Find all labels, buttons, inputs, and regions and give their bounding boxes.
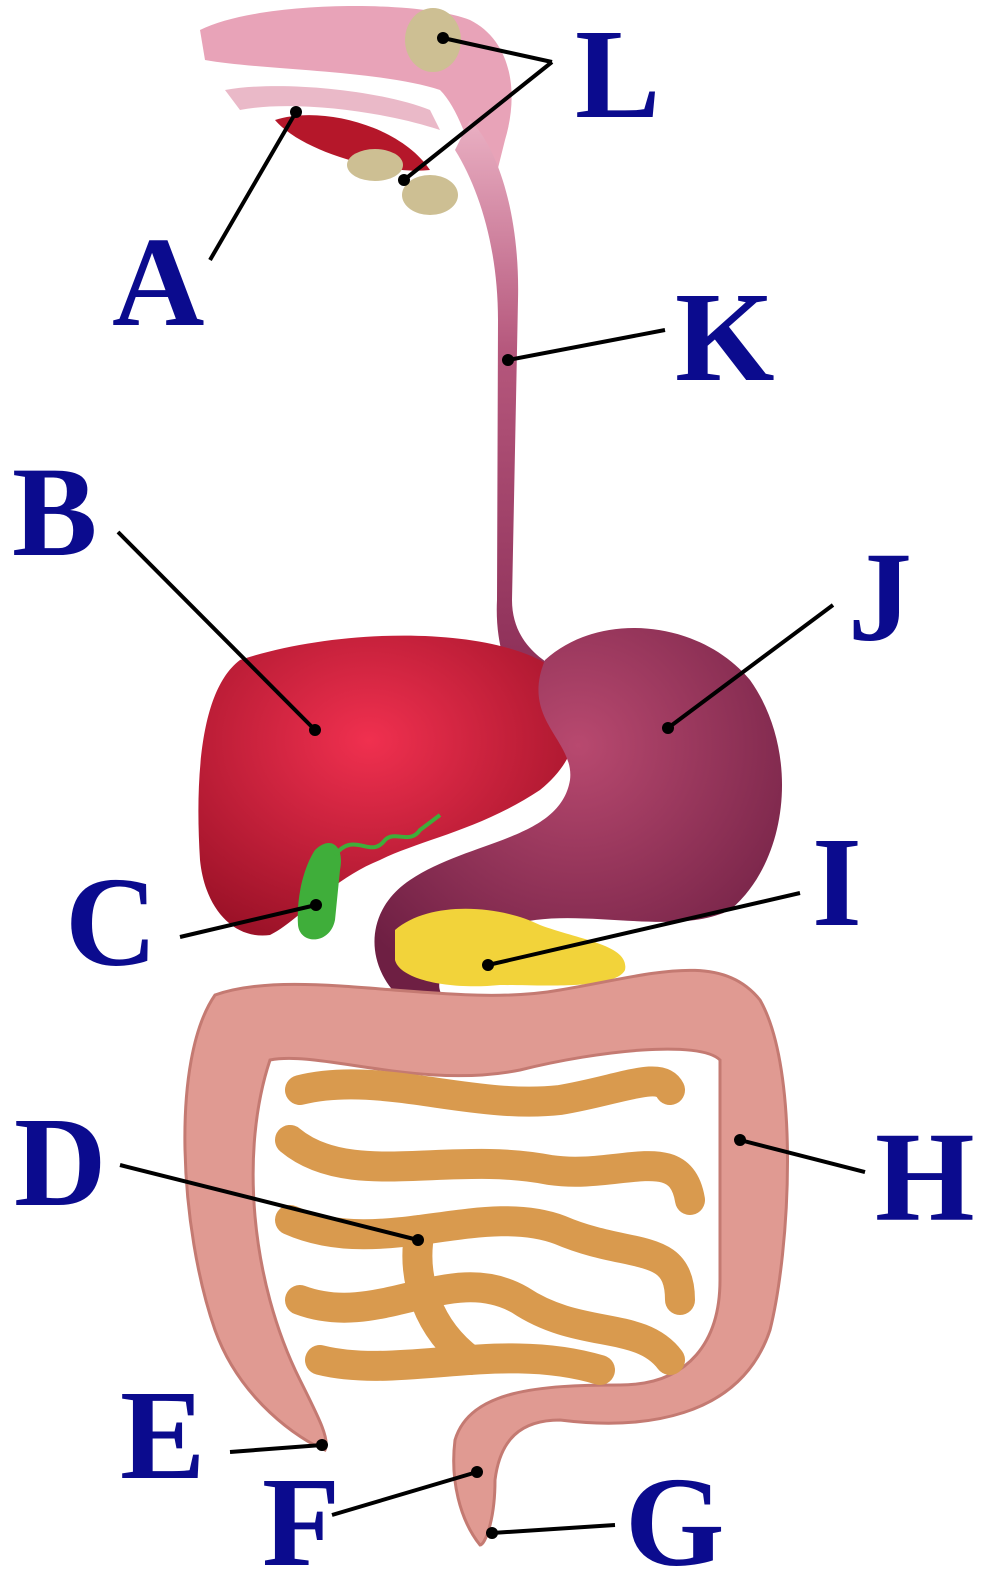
gallbladder xyxy=(297,842,341,940)
label-a: A xyxy=(112,211,204,353)
label-l: L xyxy=(575,3,660,145)
label-f: F xyxy=(262,1451,340,1569)
label-c: C xyxy=(65,851,157,993)
small-intestine xyxy=(275,1066,705,1385)
esophagus xyxy=(455,120,560,700)
salivary-gland xyxy=(402,175,458,215)
large-intestine xyxy=(183,968,789,1547)
label-e: E xyxy=(120,1364,205,1506)
label-g: G xyxy=(625,1451,725,1569)
label-h: H xyxy=(875,1106,975,1248)
label-j: J xyxy=(848,526,912,668)
label-b: B xyxy=(12,441,97,583)
salivary-gland xyxy=(347,149,403,181)
label-k: K xyxy=(675,266,775,408)
pancreas xyxy=(395,908,626,987)
leader-lines xyxy=(116,32,866,1539)
label-d: D xyxy=(14,1091,106,1233)
mouth-pharynx xyxy=(200,6,512,215)
label-i: I xyxy=(812,811,862,953)
salivary-gland xyxy=(405,8,461,72)
